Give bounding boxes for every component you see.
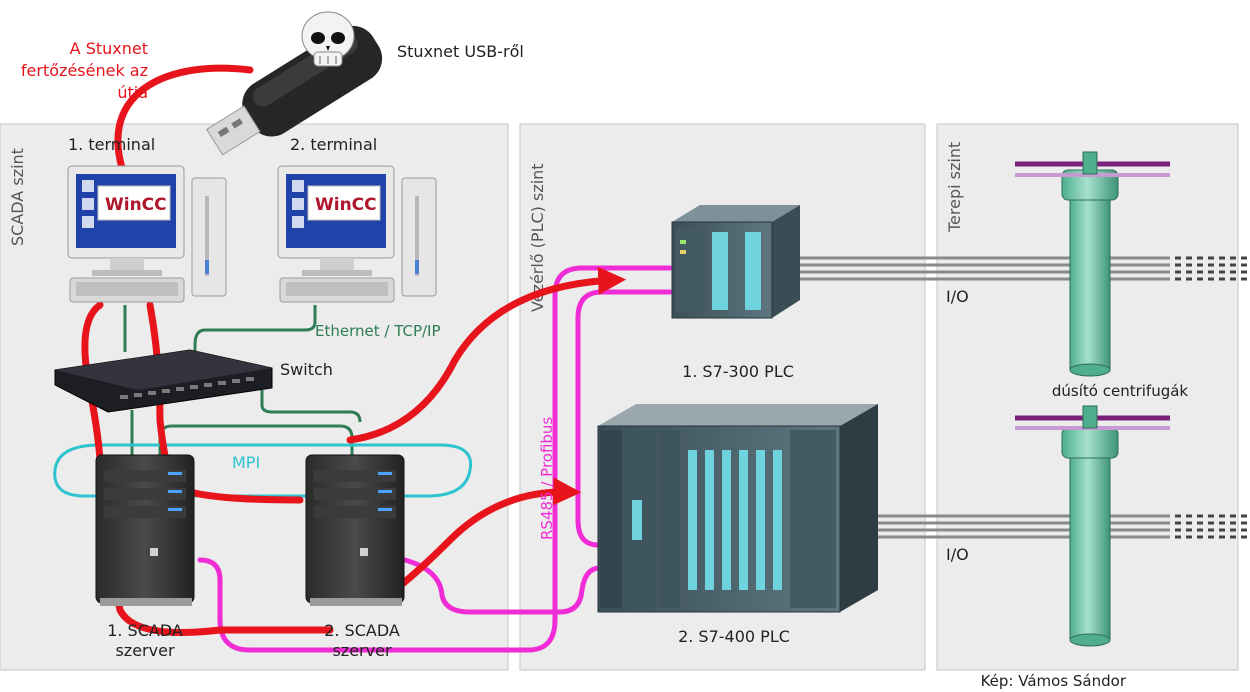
centrifuge-lower xyxy=(1015,405,1170,647)
mpi-label: MPI xyxy=(232,453,260,472)
skull-icon xyxy=(301,11,355,67)
centrifuge-upper xyxy=(1015,151,1170,377)
infection-label-line2: fertőzésének az xyxy=(21,61,148,80)
infection-path-label: A Stuxnet fertőzésének az útja xyxy=(21,39,148,102)
scada-level-label: SCADA szint xyxy=(8,148,27,246)
plc-s7-300 xyxy=(671,205,800,319)
scada-server-1-label-line2: szerver xyxy=(115,641,174,660)
usb-stick xyxy=(206,11,383,156)
scada-server-1-label-line1: 1. SCADA xyxy=(107,621,183,640)
image-credit: Kép: Vámos Sándor xyxy=(981,672,1127,690)
io-cable-lower xyxy=(878,514,1170,539)
usb-label: Stuxnet USB-ről xyxy=(397,42,524,61)
centrifuges-label: dúsító centrifugák xyxy=(1052,382,1189,400)
plc1-label: 1. S7-300 PLC xyxy=(682,362,794,381)
wincc-logo-2: WinCC xyxy=(315,195,377,215)
scada-server-2-label-line2: szerver xyxy=(332,641,391,660)
wincc-logo-1: WinCC xyxy=(105,195,167,215)
scada-server-2 xyxy=(305,454,405,606)
network-switch xyxy=(54,349,273,413)
profibus-cables xyxy=(197,265,673,653)
switch-label: Switch xyxy=(280,360,333,379)
terminal-2-label: 2. terminal xyxy=(290,135,377,154)
terminal-2: WinCC xyxy=(277,165,437,303)
io-cable-upper-dashes xyxy=(1175,256,1250,281)
field-level-label: Terepi szint xyxy=(945,142,964,233)
scada-server-2-label-line1: 2. SCADA xyxy=(324,621,400,640)
rs485-label: RS485 / Profibus xyxy=(538,417,556,540)
scada-server-1 xyxy=(95,454,195,606)
io-label-lower: I/O xyxy=(946,545,969,564)
infection-label-line3: útja xyxy=(117,83,148,102)
terminal-1-label: 1. terminal xyxy=(68,135,155,154)
ethernet-label: Ethernet / TCP/IP xyxy=(315,322,441,340)
io-cable-lower-dashes xyxy=(1175,514,1250,539)
mpi-loop xyxy=(53,443,473,498)
plc-level-label: Vezérlő (PLC) szint xyxy=(528,163,547,312)
plc2-label: 2. S7-400 PLC xyxy=(678,627,790,646)
infection-label-line1: A Stuxnet xyxy=(70,39,148,58)
plc-s7-400 xyxy=(597,404,878,613)
io-label-upper: I/O xyxy=(946,287,969,306)
terminal-1: WinCC xyxy=(67,165,227,303)
